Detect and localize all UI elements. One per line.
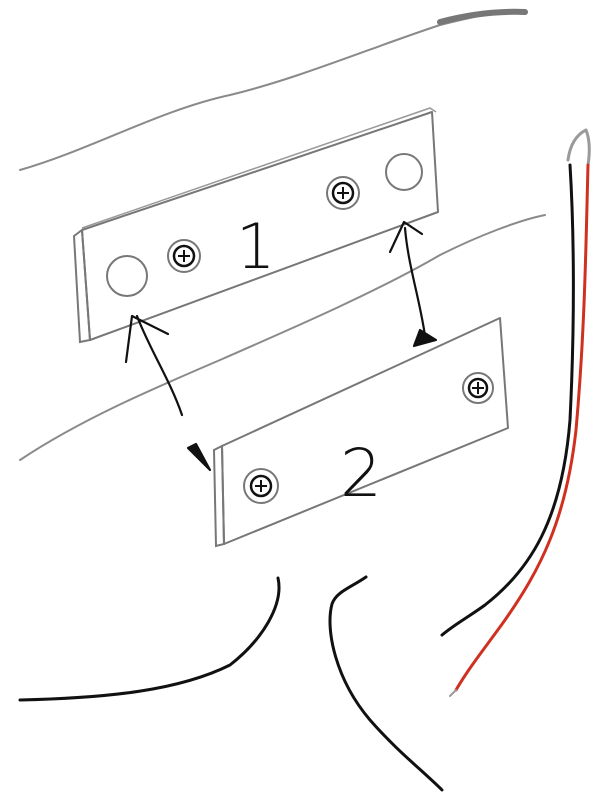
plate-1-empty-hole-right — [385, 153, 423, 191]
arrow-left — [124, 314, 212, 472]
plate-1-empty-hole-left — [106, 255, 148, 297]
red-wire-shadow — [449, 689, 457, 697]
middle-surface-edge — [19, 214, 546, 461]
arrows — [124, 220, 438, 472]
wire-tip-gray — [566, 128, 591, 167]
black-wire-bottom-left — [18, 576, 281, 702]
arrow-right — [388, 220, 438, 348]
plate-2-side-edge — [212, 444, 226, 548]
plate-1-label: 1 — [236, 210, 275, 283]
plate-1: 1 — [72, 107, 439, 344]
black-wire-right — [440, 163, 575, 637]
wall-contours — [19, 8, 546, 461]
plate-1-screw-right — [326, 176, 360, 210]
plate-2-screw-right — [462, 372, 494, 404]
plate-1-screw-left — [167, 239, 201, 273]
black-wire-bottom-mid — [328, 575, 444, 792]
plate-1-side-edge — [72, 228, 92, 344]
red-wire — [454, 163, 590, 692]
top-wall-edge — [19, 10, 526, 171]
wires — [18, 128, 591, 792]
plate-2-screw-left — [243, 468, 279, 504]
plate-2-label: 2 — [340, 435, 382, 512]
plate-1-top-edge — [81, 107, 437, 229]
top-wall-edge-thick — [437, 8, 528, 25]
plate-2: 2 — [212, 317, 509, 548]
